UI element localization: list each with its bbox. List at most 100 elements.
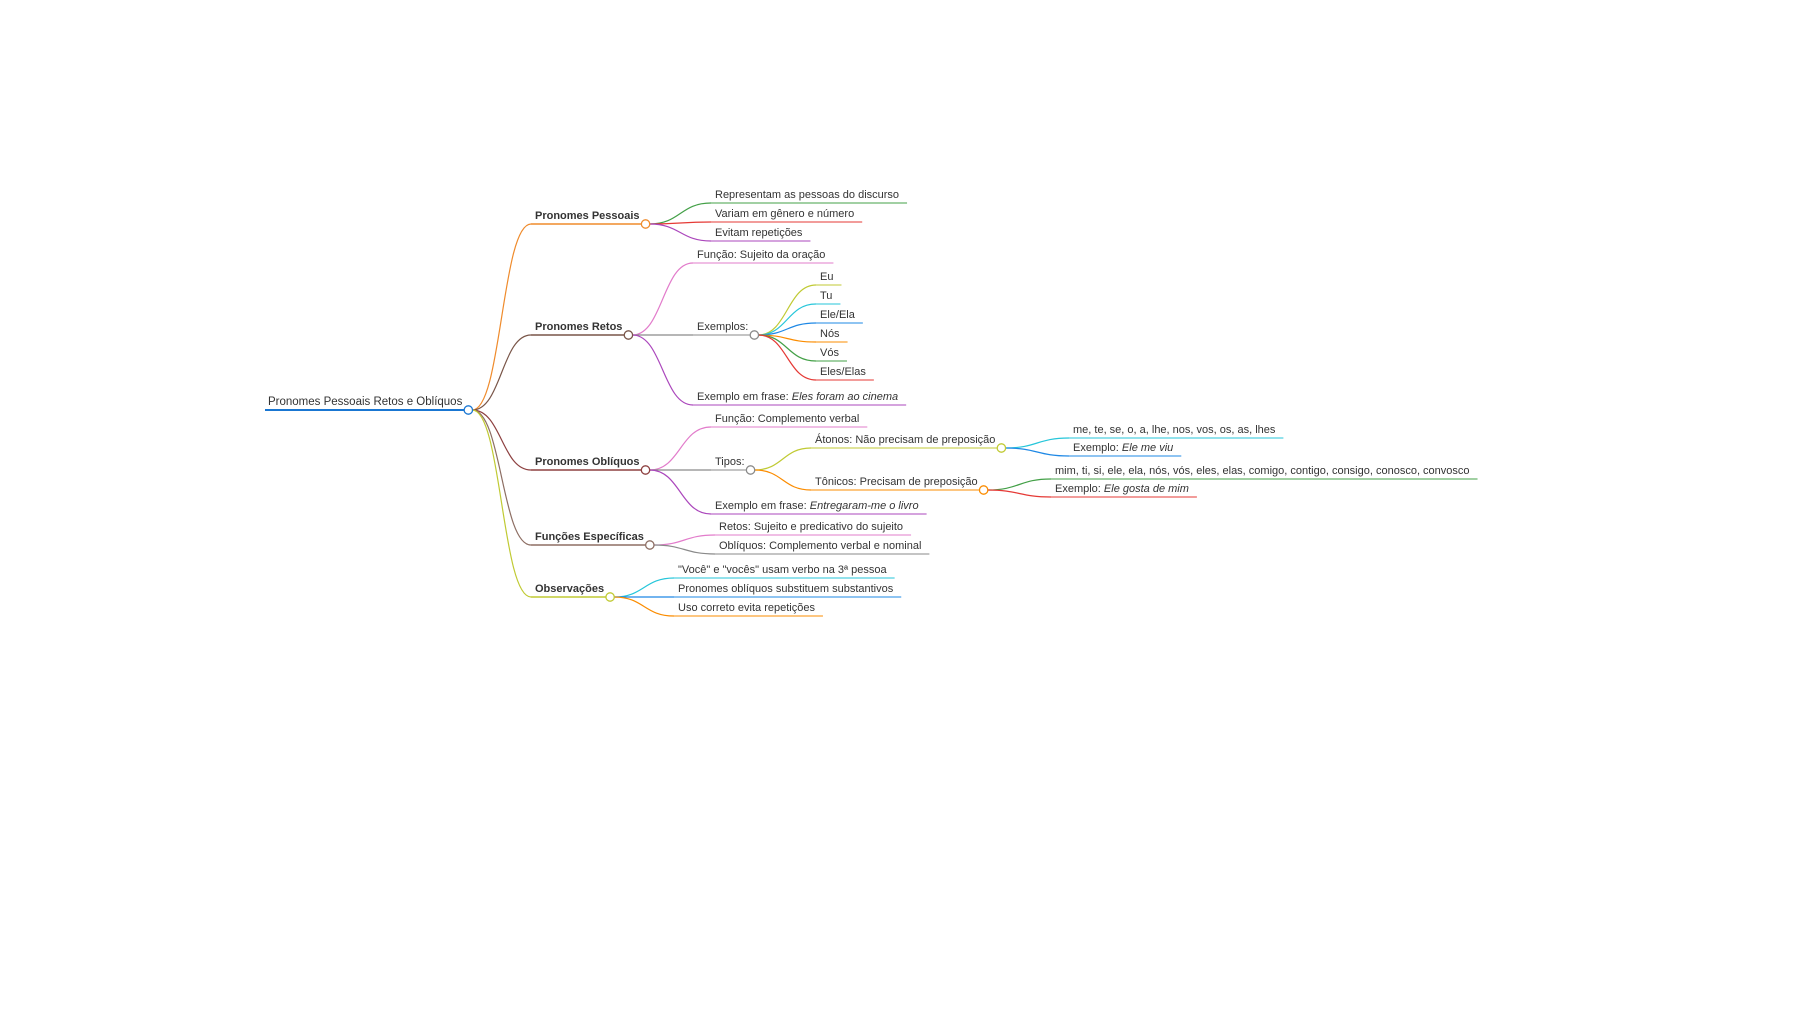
branch-obliquos-exemplo-em-frase-entregaram-me-o-livro-connector — [649, 469, 712, 515]
branch-pessoais-representam-as-pessoas-do-discurso-label[interactable]: Representam as pessoas do discurso — [715, 189, 899, 201]
branch-observacoes-pronomes-obliquos-substituem-substantivo-label[interactable]: Pronomes oblíquos substituem substantivo… — [678, 583, 894, 595]
branch-obliquos-tipos-tonicos-precisam-de-preposicao-mim-ti-si-ele-ela-nos-vos-eles-elas-comi-connector — [987, 478, 1052, 491]
branch-pessoais-variam-em-genero-e-numero-label[interactable]: Variam em gênero e número — [715, 208, 854, 220]
branch-pessoais-evitam-repeticoes-label[interactable]: Evitam repetições — [715, 227, 803, 239]
branch-retos-exemplo-em-frase-eles-foram-ao-cinema-label[interactable]: Exemplo em frase: Eles foram ao cinema — [697, 391, 898, 403]
branch-retos-exemplos-tu-text: Tu — [820, 290, 832, 302]
branch-obliquos-connector — [472, 409, 532, 471]
branch-obliquos-tipos-atonos-nao-precisam-de-preposicao-text: Átonos: Não precisam de preposição — [815, 433, 995, 446]
branch-retos-exemplos-eu-text: Eu — [820, 271, 833, 283]
branch-obliquos-tipos-atonos-nao-precisam-de-preposicao-exemplo-ele-me-viu-connector — [1005, 447, 1070, 457]
branch-obliquos-tipos-tonicos-precisam-de-preposicao-text: Tônicos: Precisam de preposição — [815, 476, 978, 488]
branch-pessoais-variam-em-genero-e-numero-text: Variam em gênero e número — [715, 208, 854, 220]
branch-obliquos-exemplo-em-frase-entregaram-me-o-livro-label[interactable]: Exemplo em frase: Entregaram-me o livro — [715, 500, 919, 512]
branch-retos-exemplos-eu-connector — [758, 284, 817, 336]
branch-retos-exemplos-eles-elas-label[interactable]: Eles/Elas — [820, 366, 866, 378]
branch-obliquos-exemplo-em-frase-entregaram-me-o-livro-example-text: Entregaram-me o livro — [810, 500, 919, 512]
branch-observacoes-connector — [472, 409, 532, 598]
branch-retos-exemplos-ele-ela-text: Ele/Ela — [820, 309, 856, 321]
branch-funcoes-connector — [472, 409, 532, 546]
branch-retos-exemplos-text: Exemplos: — [697, 321, 748, 333]
branch-obliquos-tipos-atonos-nao-precisam-de-preposicao-exemplo-ele-me-viu-label[interactable]: Exemplo: Ele me viu — [1073, 442, 1173, 454]
branch-retos-exemplos-label[interactable]: Exemplos: — [697, 321, 748, 333]
branch-obliquos-tipos-atonos-nao-precisam-de-preposicao-me-te-se-o-a-lhe-nos-vos-os-as-lhes-label[interactable]: me, te, se, o, a, lhe, nos, vos, os, as,… — [1073, 424, 1276, 436]
branch-obliquos-funcao-complemento-verbal-text: Função: Complemento verbal — [715, 413, 859, 425]
branch-funcoes-label[interactable]: Funções Específicas — [535, 531, 644, 543]
branch-observacoes-text: Observações — [535, 583, 604, 595]
branch-obliquos-tipos-atonos-nao-precisam-de-preposicao-label[interactable]: Átonos: Não precisam de preposição — [815, 433, 995, 446]
branch-retos-exemplos-eles-elas-connector — [758, 334, 817, 381]
branch-pessoais-label[interactable]: Pronomes Pessoais — [535, 210, 640, 222]
branch-observacoes-toggle[interactable] — [605, 592, 615, 602]
branch-funcoes-obliquos-complemento-verbal-e-nominal-text: Oblíquos: Complemento verbal e nominal — [719, 540, 921, 552]
branch-obliquos-tipos-atonos-nao-precisam-de-preposicao-exemplo-ele-me-viu-example-text: Ele me viu — [1122, 442, 1173, 454]
root-topic-toggle[interactable] — [463, 405, 474, 415]
branch-obliquos-tipos-atonos-nao-precisam-de-preposicao-me-te-se-o-a-lhe-nos-vos-os-as-lhes-text: me, te, se, o, a, lhe, nos, vos, os, as,… — [1073, 424, 1276, 436]
branch-retos-exemplos-toggle[interactable] — [749, 330, 760, 340]
branch-obliquos-tipos-tonicos-precisam-de-preposicao-exemplo-ele-gosta-de-mim-text: Exemplo: — [1055, 483, 1104, 495]
branch-observacoes-pronomes-obliquos-substituem-substantivo-text: Pronomes oblíquos substituem substantivo… — [678, 583, 894, 595]
branch-retos-toggle[interactable] — [623, 330, 634, 340]
branch-retos-text: Pronomes Retos — [535, 321, 622, 333]
branch-pessoais-evitam-repeticoes-connector — [649, 223, 712, 242]
branch-retos-exemplos-vos-text: Vós — [820, 347, 839, 359]
branch-observacoes-voce-e-voces-usam-verbo-na-3-pessoa-label[interactable]: "Você" e "vocês" usam verbo na 3ª pessoa — [678, 564, 888, 576]
branch-obliquos-tipos-atonos-nao-precisam-de-preposicao-me-te-se-o-a-lhe-nos-vos-os-as-lhes-connector — [1005, 437, 1070, 449]
branch-obliquos-tipos-atonos-nao-precisam-de-preposicao-connector — [754, 447, 812, 471]
branch-pessoais-evitam-repeticoes-text: Evitam repetições — [715, 227, 803, 239]
branch-observacoes-voce-e-voces-usam-verbo-na-3-pessoa-connector — [614, 577, 675, 598]
branch-pessoais-representam-as-pessoas-do-discurso-text: Representam as pessoas do discurso — [715, 189, 899, 201]
branch-obliquos-toggle[interactable] — [640, 465, 651, 475]
branch-retos-exemplos-nos-label[interactable]: Nós — [820, 328, 840, 340]
branch-obliquos-exemplo-em-frase-entregaram-me-o-livro-text: Exemplo em frase: — [715, 500, 810, 512]
branch-obliquos-tipos-text: Tipos: — [715, 456, 745, 468]
branch-funcoes-obliquos-complemento-verbal-e-nominal-label[interactable]: Oblíquos: Complemento verbal e nominal — [719, 540, 921, 552]
branch-retos-connector — [472, 334, 532, 411]
branch-observacoes-uso-correto-evita-repeticoes-label[interactable]: Uso correto evita repetições — [678, 602, 815, 614]
root-topic-text: Pronomes Pessoais Retos e Oblíquos — [268, 396, 463, 408]
branch-retos-exemplos-eles-elas-text: Eles/Elas — [820, 366, 866, 378]
branch-retos-label[interactable]: Pronomes Retos — [535, 321, 622, 333]
branch-funcoes-retos-sujeito-e-predicativo-do-sujeito-connector — [653, 534, 716, 546]
branch-funcoes-obliquos-complemento-verbal-e-nominal-connector — [653, 544, 716, 555]
branch-retos-exemplos-tu-label[interactable]: Tu — [820, 290, 832, 302]
branch-retos-exemplos-ele-ela-label[interactable]: Ele/Ela — [820, 309, 856, 321]
branch-obliquos-tipos-atonos-nao-precisam-de-preposicao-toggle[interactable] — [996, 443, 1007, 453]
branch-observacoes-label[interactable]: Observações — [535, 583, 604, 595]
branch-retos-funcao-sujeito-da-oracao-label[interactable]: Função: Sujeito da oração — [697, 249, 825, 261]
branch-retos-exemplo-em-frase-eles-foram-ao-cinema-connector — [632, 334, 694, 406]
branch-observacoes-uso-correto-evita-repeticoes-connector — [614, 596, 675, 617]
branch-obliquos-funcao-complemento-verbal-label[interactable]: Função: Complemento verbal — [715, 413, 859, 425]
root-topic-label[interactable]: Pronomes Pessoais Retos e Oblíquos — [268, 396, 463, 408]
branch-obliquos-tipos-tonicos-precisam-de-preposicao-mim-ti-si-ele-ela-nos-vos-eles-elas-comi-text: mim, ti, si, ele, ela, nós, vós, eles, e… — [1055, 465, 1470, 477]
branch-funcoes-text: Funções Específicas — [535, 531, 644, 543]
branch-obliquos-tipos-tonicos-precisam-de-preposicao-mim-ti-si-ele-ela-nos-vos-eles-elas-comi-label[interactable]: mim, ti, si, ele, ela, nós, vós, eles, e… — [1055, 465, 1470, 477]
branch-obliquos-tipos-toggle[interactable] — [745, 465, 756, 475]
branch-obliquos-tipos-tonicos-precisam-de-preposicao-toggle[interactable] — [978, 485, 989, 495]
branch-obliquos-tipos-tonicos-precisam-de-preposicao-exemplo-ele-gosta-de-mim-example-text: Ele gosta de mim — [1104, 483, 1189, 495]
branch-retos-exemplos-vos-label[interactable]: Vós — [820, 347, 839, 359]
branch-retos-funcao-sujeito-da-oracao-text: Função: Sujeito da oração — [697, 249, 825, 261]
branch-pessoais-toggle[interactable] — [640, 219, 651, 229]
node-layer: Pronomes Pessoais Retos e OblíquosPronom… — [268, 189, 1470, 614]
branch-pessoais-text: Pronomes Pessoais — [535, 210, 640, 222]
branch-obliquos-label[interactable]: Pronomes Oblíquos — [535, 456, 640, 468]
branch-retos-exemplos-eu-label[interactable]: Eu — [820, 271, 833, 283]
branch-pessoais-representam-as-pessoas-do-discurso-connector — [649, 202, 712, 225]
branch-retos-funcao-sujeito-da-oracao-connector — [632, 262, 694, 336]
branch-funcoes-retos-sujeito-e-predicativo-do-sujeito-label[interactable]: Retos: Sujeito e predicativo do sujeito — [719, 521, 903, 533]
branch-obliquos-text: Pronomes Oblíquos — [535, 456, 640, 468]
branch-obliquos-tipos-tonicos-precisam-de-preposicao-connector — [754, 469, 812, 491]
branch-funcoes-retos-sujeito-e-predicativo-do-sujeito-text: Retos: Sujeito e predicativo do sujeito — [719, 521, 903, 533]
branch-obliquos-tipos-label[interactable]: Tipos: — [715, 456, 745, 468]
branch-retos-exemplo-em-frase-eles-foram-ao-cinema-example-text: Eles foram ao cinema — [792, 391, 898, 403]
branch-funcoes-toggle[interactable] — [644, 540, 655, 550]
branch-obliquos-funcao-complemento-verbal-connector — [649, 426, 712, 471]
branch-obliquos-tipos-tonicos-precisam-de-preposicao-label[interactable]: Tônicos: Precisam de preposição — [815, 476, 978, 488]
branch-obliquos-tipos-tonicos-precisam-de-preposicao-exemplo-ele-gosta-de-mim-connector — [987, 489, 1052, 498]
branch-retos-exemplos-nos-text: Nós — [820, 328, 840, 340]
branch-obliquos-tipos-tonicos-precisam-de-preposicao-exemplo-ele-gosta-de-mim-label[interactable]: Exemplo: Ele gosta de mim — [1055, 483, 1189, 495]
branch-retos-exemplo-em-frase-eles-foram-ao-cinema-text: Exemplo em frase: — [697, 391, 792, 403]
branch-observacoes-voce-e-voces-usam-verbo-na-3-pessoa-text: "Você" e "vocês" usam verbo na 3ª pessoa — [678, 564, 888, 576]
